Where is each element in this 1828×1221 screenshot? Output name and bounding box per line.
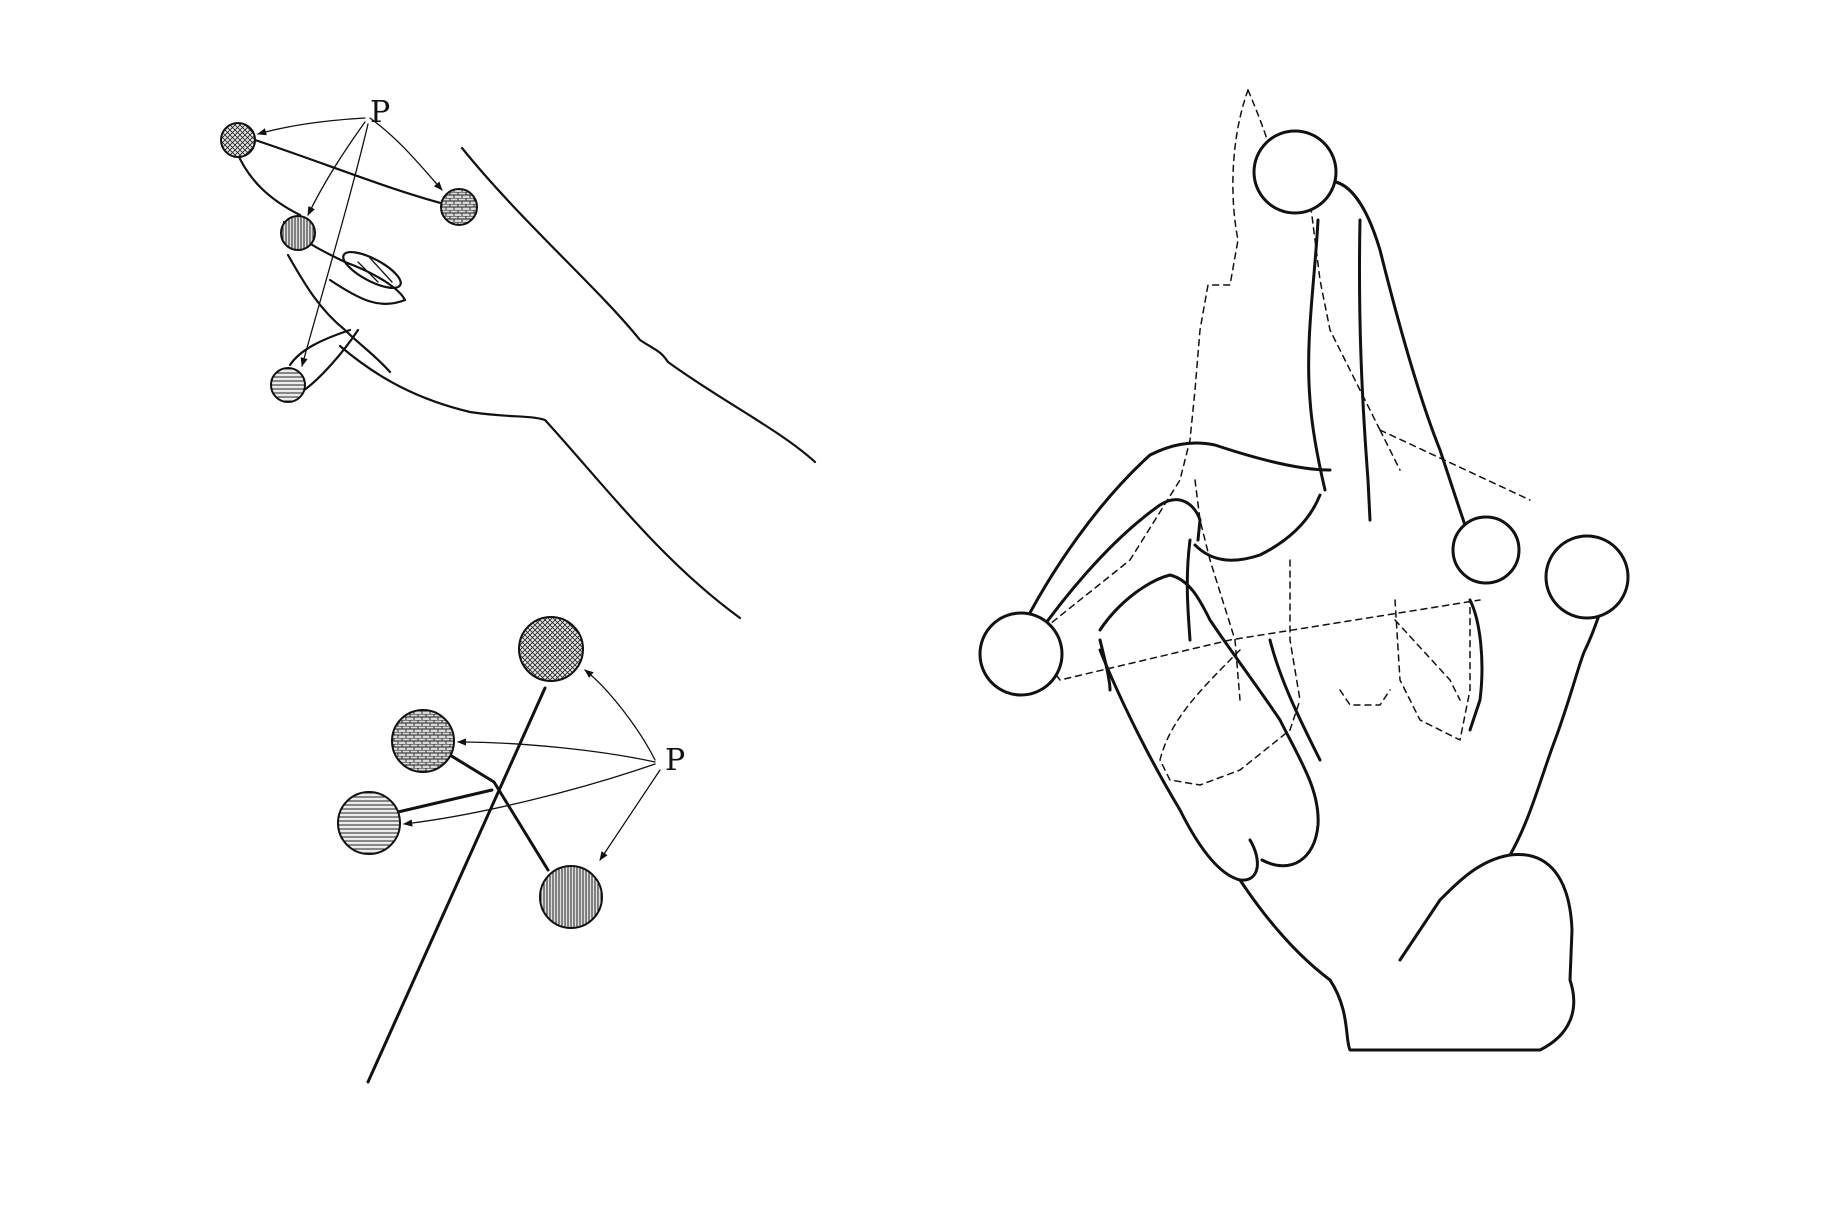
marker-fingertip-top	[1254, 131, 1336, 213]
middle-finger-ring	[339, 245, 406, 294]
thumb-base	[1240, 854, 1574, 1050]
stick-marker-index	[392, 710, 454, 772]
hand-outline-lower	[340, 346, 740, 618]
pointing-finger	[1195, 220, 1325, 560]
marker-thumb-tip	[271, 368, 305, 402]
index-finger	[255, 140, 448, 205]
marker-label-p-top: P	[370, 95, 390, 130]
marker-fingertip-left	[980, 613, 1062, 695]
stick-marker-thumb	[338, 792, 400, 854]
arrow-to-stick-thumb	[404, 764, 655, 824]
stick-marker-middle	[540, 866, 602, 928]
arrow-to-stick-index	[458, 742, 655, 762]
stick-marker-knuckle	[519, 617, 583, 681]
stick-thumb	[398, 790, 492, 812]
arrow-to-stick-knuckle	[585, 670, 655, 760]
marker-middle-tip	[281, 216, 315, 250]
crossed-fingers-panel	[980, 90, 1628, 1050]
arrow-to-index-tip	[258, 118, 365, 134]
index-finger-under	[236, 150, 300, 215]
arrow-to-stick-middle	[600, 770, 660, 860]
marker-knuckle-middle	[1453, 517, 1519, 583]
marker-index-tip	[221, 123, 255, 157]
hand-outline	[462, 148, 815, 462]
marker-knuckle-right	[1546, 536, 1628, 618]
marker-label-p-bottom: P	[665, 743, 685, 778]
hand-side-view-panel: P	[221, 95, 815, 618]
stick-index	[445, 752, 548, 870]
stick-model-panel: P	[338, 617, 685, 1082]
marker-knuckle	[441, 189, 477, 225]
